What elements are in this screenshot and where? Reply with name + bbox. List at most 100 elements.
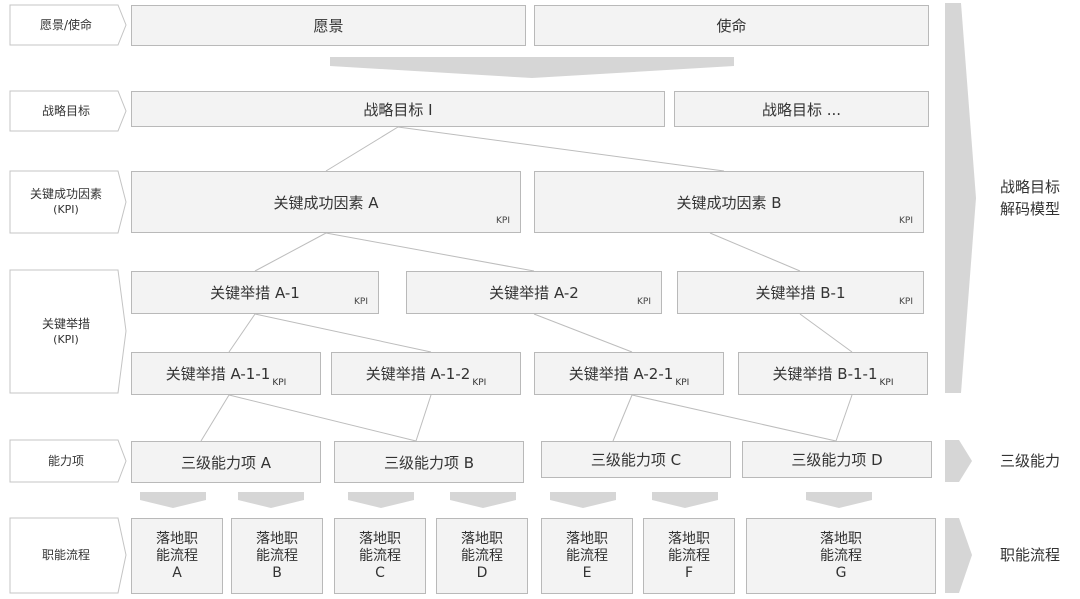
- capability-label-right: 三级能力: [984, 450, 1076, 472]
- ksf-box: 关键成功因素 B KPI: [534, 171, 924, 233]
- label-vision-mission: 愿景/使命: [10, 5, 122, 45]
- down-arrow: [348, 492, 414, 508]
- down-arrow: [652, 492, 718, 508]
- vision-box: 愿景: [131, 5, 526, 46]
- kpi-tag: KPI: [899, 297, 913, 307]
- process-text: 能流程: [256, 547, 298, 564]
- model-label-line: 解码模型: [999, 200, 1060, 218]
- process-letter: C: [375, 564, 385, 581]
- left-tag-shape: [9, 439, 127, 483]
- down-arrow: [450, 492, 516, 508]
- process-label-text: 职能流程: [999, 546, 1060, 564]
- measure-text: 关键举措 B-1: [755, 284, 846, 302]
- sub-measure-box: 关键举措 A-1-2 KPI: [331, 352, 521, 395]
- process-text: 落地职: [359, 530, 401, 547]
- model-label-line: 战略目标: [999, 178, 1060, 196]
- label-text: 战略目标: [41, 103, 90, 118]
- left-tag-shape: [9, 517, 127, 594]
- measure-box: 关键举措 A-1 KPI: [131, 271, 379, 314]
- sub-measure-text: 关键举措 A-1-1: [165, 365, 271, 383]
- process-text: 能流程: [668, 547, 710, 564]
- process-letter: A: [172, 564, 182, 581]
- label-text: 关键举措: [41, 316, 90, 331]
- left-tag-shape: [9, 170, 127, 234]
- label-strategic-goal: 战略目标: [10, 91, 122, 131]
- process-letter: F: [684, 564, 694, 581]
- process-text: 落地职: [256, 530, 298, 547]
- capability-label-text: 三级能力: [999, 452, 1060, 470]
- down-arrow-wide: [330, 57, 734, 78]
- process-box: 落地职 能流程 D: [436, 518, 528, 594]
- connector-lines: [200, 126, 853, 442]
- capability-text: 三级能力项 C: [590, 451, 682, 469]
- label-key-measure: 关键举措 (KPI): [10, 270, 122, 393]
- process-box: 落地职 能流程 C: [334, 518, 426, 594]
- label-text: 关键成功因素: [29, 187, 102, 201]
- process-letter: D: [476, 564, 488, 581]
- label-process: 职能流程: [10, 518, 122, 593]
- down-arrow: [238, 492, 304, 508]
- measure-text: 关键举措 A-2: [489, 284, 579, 302]
- process-text: 能流程: [156, 547, 198, 564]
- process-box: 落地职 能流程 G: [746, 518, 936, 594]
- process-text: 落地职: [156, 530, 198, 547]
- measure-box: 关键举措 A-2 KPI: [406, 271, 662, 314]
- mission-box: 使命: [534, 5, 929, 46]
- capability-arrow-shape: [945, 440, 972, 482]
- capability-text: 三级能力项 A: [180, 453, 272, 472]
- process-letter: G: [835, 564, 847, 581]
- measure-text: 关键举措 A-1: [210, 284, 300, 302]
- sub-measure-box: 关键举措 A-2-1 KPI: [534, 352, 724, 395]
- kpi-tag: KPI: [899, 216, 913, 226]
- left-tag-shape: [9, 269, 127, 394]
- process-text: 能流程: [820, 547, 862, 564]
- label-text: 能力项: [47, 453, 84, 468]
- sub-measure-text: 关键举措 B-1-1: [772, 365, 878, 383]
- down-arrow: [806, 492, 872, 508]
- kpi-tag: KPI: [354, 297, 368, 307]
- sub-measure-box: 关键举措 A-1-1 KPI: [131, 352, 321, 395]
- ksf-text: 关键成功因素 A: [273, 193, 379, 212]
- down-arrow: [140, 492, 206, 508]
- kpi-tag: KPI: [496, 216, 510, 226]
- model-arrow-shape: [945, 3, 976, 393]
- process-box: 落地职 能流程 A: [131, 518, 223, 594]
- process-text: 能流程: [359, 547, 401, 564]
- process-text: 落地职: [820, 530, 862, 547]
- process-text: 落地职: [668, 530, 710, 547]
- process-box: 落地职 能流程 E: [541, 518, 633, 594]
- label-text: 职能流程: [41, 548, 90, 562]
- capability-text: 三级能力项 D: [791, 451, 883, 469]
- kpi-tag: KPI: [272, 378, 287, 388]
- left-tag-shape: [9, 90, 127, 132]
- process-letter: E: [582, 564, 592, 581]
- process-arrow-shape: [945, 518, 972, 593]
- process-text: 能流程: [461, 547, 503, 564]
- capability-box: 三级能力项 B: [334, 441, 524, 483]
- down-arrow: [550, 492, 616, 508]
- kpi-tag: KPI: [675, 378, 690, 388]
- strategic-goal-box: 战略目标 ...: [674, 91, 929, 127]
- capability-box: 三级能力项 C: [541, 441, 731, 478]
- kpi-tag: KPI: [637, 297, 651, 307]
- label-text: 愿景/使命: [39, 17, 93, 32]
- measure-box: 关键举措 B-1 KPI: [677, 271, 924, 314]
- process-box: 落地职 能流程 F: [643, 518, 735, 594]
- strategic-goal-box: 战略目标 I: [131, 91, 665, 127]
- sub-measure-box: 关键举措 B-1-1 KPI: [738, 352, 928, 395]
- label-capability: 能力项: [10, 440, 122, 482]
- mission-text: 使命: [716, 17, 747, 35]
- strategic-goal-text: 战略目标 ...: [761, 100, 842, 119]
- vision-text: 愿景: [313, 17, 344, 35]
- label-subtext: (KPI): [53, 203, 79, 216]
- sub-measure-text: 关键举措 A-1-2: [365, 365, 471, 383]
- process-text: 能流程: [566, 547, 608, 564]
- ksf-box: 关键成功因素 A KPI: [131, 171, 521, 233]
- process-label-right: 职能流程: [984, 544, 1076, 566]
- label-subtext: (KPI): [53, 332, 79, 346]
- process-letter: B: [272, 564, 282, 581]
- capability-text: 三级能力项 B: [383, 453, 475, 472]
- strategic-goal-text: 战略目标 I: [363, 100, 433, 119]
- capability-box: 三级能力项 D: [742, 441, 932, 478]
